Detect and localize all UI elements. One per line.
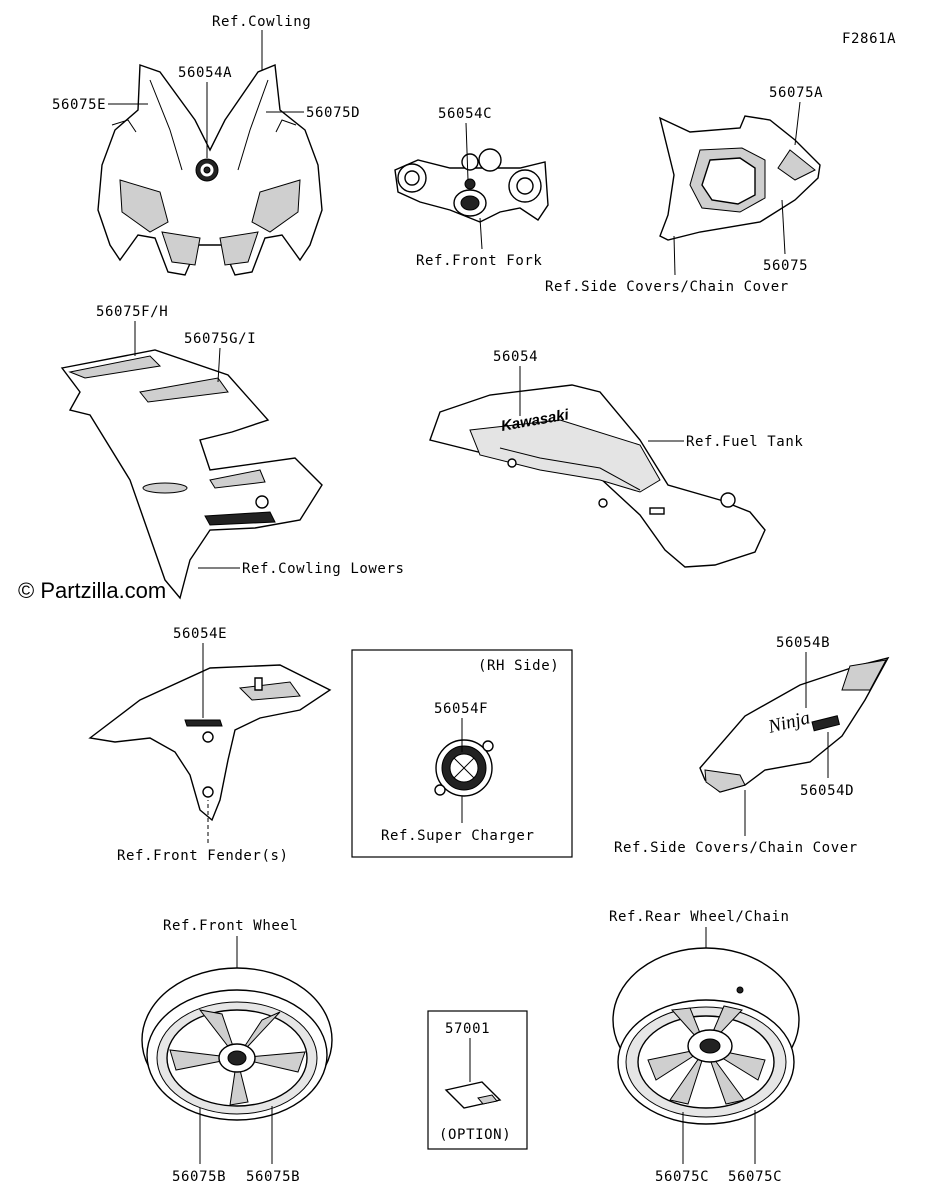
label-ref-front-fenders: Ref.Front Fender(s) (117, 848, 289, 864)
label-56075A: 56075A (769, 85, 823, 101)
label-56075C-right: 56075C (728, 1169, 782, 1185)
label-ref-cowling: Ref.Cowling (212, 14, 311, 30)
label-56075FH: 56075F/H (96, 304, 168, 320)
front-fork-top-clamp-illustration (394, 148, 549, 223)
label-ref-side-covers-mid: Ref.Side Covers/Chain Cover (614, 840, 858, 856)
label-rh-side: (RH Side) (478, 658, 559, 674)
rear-wheel-illustration (612, 947, 800, 1125)
watermark: © Partzilla.com (18, 578, 166, 603)
label-56075: 56075 (763, 258, 808, 274)
label-option: (OPTION) (439, 1127, 511, 1143)
cowling-lowers-illustration (60, 349, 323, 600)
label-56054A: 56054A (178, 65, 232, 81)
label-56054B: 56054B (776, 635, 830, 651)
super-charger-illustration (434, 739, 494, 797)
rh-side-detail-box (351, 649, 573, 858)
label-57001: 57001 (445, 1021, 490, 1037)
fuel-tank-illustration: Kawasaki (429, 384, 766, 568)
label-56075C-left: 56075C (655, 1169, 709, 1185)
label-ref-side-covers-top: Ref.Side Covers/Chain Cover (545, 279, 789, 295)
label-56075E: 56075E (52, 97, 106, 113)
label-56054C: 56054C (438, 106, 492, 122)
front-fender-illustration (88, 664, 332, 822)
figure-code: F2861A (842, 31, 896, 47)
label-ref-front-fork: Ref.Front Fork (416, 253, 542, 269)
label-56075GI: 56075G/I (184, 331, 256, 347)
seat-cowl-illustration (658, 115, 821, 241)
label-ref-super-charger: Ref.Super Charger (381, 828, 535, 844)
label-ref-front-wheel: Ref.Front Wheel (163, 918, 298, 934)
label-56054F: 56054F (434, 701, 488, 717)
side-cover-illustration: Ninja (699, 656, 890, 793)
label-56054E: 56054E (173, 626, 227, 642)
label-56054D: 56054D (800, 783, 854, 799)
label-56075B-left: 56075B (172, 1169, 226, 1185)
label-ref-fuel-tank: Ref.Fuel Tank (686, 434, 803, 450)
option-decal-sheet-illustration (444, 1081, 502, 1109)
label-56075B-right: 56075B (246, 1169, 300, 1185)
label-56054: 56054 (493, 349, 538, 365)
label-ref-cowling-lowers: Ref.Cowling Lowers (242, 561, 405, 577)
label-56075D: 56075D (306, 105, 360, 121)
upper-cowling-illustration (97, 63, 323, 276)
option-detail-box (427, 1010, 528, 1150)
front-wheel-illustration (141, 967, 333, 1121)
label-ref-rear-wheel: Ref.Rear Wheel/Chain (609, 909, 790, 925)
